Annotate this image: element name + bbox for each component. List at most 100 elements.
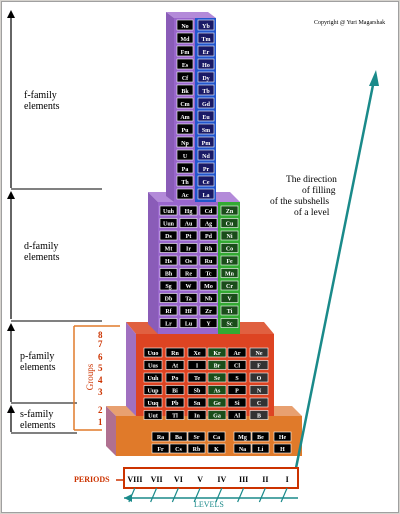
p-col5-cell: Al [227,410,247,420]
s-row1-cell: Sr [187,431,206,442]
cell-box [273,443,292,454]
p-col4-cell: Br [207,360,227,370]
cell-box [227,397,247,408]
cell-box [143,410,163,420]
element-symbol: Eu [202,115,210,121]
cell-box [197,149,215,161]
cell-box [176,19,194,31]
s-row1-cell: Ba [169,431,188,442]
s-row1-cell: He [273,431,292,442]
f-family-arrowhead [7,10,15,18]
p-col6-cell: B [249,410,269,420]
cell-box [179,230,198,241]
p-col3-cell: Xe [187,347,207,358]
d-col3-cell: Y [199,318,218,328]
s-row2-cell: Fr [151,443,170,454]
d-col2-cell: Hg [179,205,198,216]
level-arrow [280,487,288,503]
p-col4-cell: Ge [207,397,227,408]
element-symbol: Dy [202,76,209,82]
p-col6-cell: N [249,385,269,395]
s-family-label-line1: s-family [20,409,53,420]
group-number: 7 [98,339,103,349]
element-symbol: In [194,414,200,420]
cell-box [197,84,215,96]
cell-box [179,218,198,228]
f-left-cell: Pu [176,123,194,135]
cell-box [220,218,239,228]
level-numeral: IV [217,475,226,484]
d-col1-cell: Rf [159,305,178,316]
level-arrow [128,487,136,503]
cell-box [197,19,215,31]
element-symbol: As [214,389,221,395]
f-column-top [166,12,216,18]
cell-box [169,443,188,454]
f-left-cell: No [176,19,194,31]
element-symbol: Mt [165,247,173,253]
element-symbol: Yb [202,24,210,30]
p-col5-cell: Si [227,397,247,408]
p-col2-cell: Rn [165,347,185,358]
element-symbol: Mo [204,284,213,290]
element-symbol: Es [182,63,189,69]
cell-box [165,410,185,420]
base-slab-left-face [106,406,116,456]
cell-box [227,372,247,383]
element-symbol: O [257,376,262,382]
level-numeral: VIII [127,475,142,484]
cell-box [220,205,239,216]
cell-box [179,293,198,303]
element-symbol: Be [257,435,264,441]
cell-box [197,188,215,200]
f-left-cell: Es [176,58,194,70]
cell-box [176,71,194,83]
element-symbol: Xe [194,351,201,357]
cell-box [197,136,215,148]
element-symbol: Uup [147,389,159,395]
cell-box [207,385,227,395]
cell-box [197,32,215,44]
element-symbol: Tl [172,414,178,420]
element-symbol: Sr [194,435,200,441]
cell-box [199,255,218,266]
cell-box [159,255,178,266]
element-symbol: Fe [226,259,233,265]
cell-box [179,205,198,216]
d-col1-cell: Db [159,293,178,303]
d-col3-cell: Pd [199,230,218,241]
element-symbol: Ar [234,351,241,357]
element-symbol: Md [181,37,191,43]
cell-box [187,372,207,383]
element-symbol: F [257,364,261,370]
cell-box [220,255,239,266]
element-symbol: Hf [185,309,193,315]
element-symbol: Np [181,141,189,147]
element-symbol: Ra [157,435,164,441]
cell-box [159,230,178,241]
d-col1-cell: Ds [159,230,178,241]
d-col4-cell: Zn [220,205,239,216]
cell-box [251,431,270,442]
f-left-cell: Pa [176,162,194,174]
cell-box [220,243,239,253]
element-symbol: Tb [202,89,210,95]
level-numeral: VII [151,475,163,484]
d-col1-cell: Bh [159,268,178,278]
cell-box [179,243,198,253]
d-family-label-line1: d-family [24,241,58,252]
f-right-cell: Ce [197,175,215,187]
element-symbol: Sc [227,322,233,328]
periods-strip [123,467,299,489]
cell-box [199,293,218,303]
p-col2-cell: Po [165,372,185,383]
groups-bracket: Groups [73,325,120,431]
element-symbol: Er [203,50,210,56]
d-col3-cell: Cd [199,205,218,216]
cell-box [207,360,227,370]
cell-box [159,205,178,216]
cell-box [165,372,185,383]
element-symbol: Bk [181,89,189,95]
f-column-blue-half [195,18,216,202]
p-col1-cell: Uuh [143,372,163,383]
